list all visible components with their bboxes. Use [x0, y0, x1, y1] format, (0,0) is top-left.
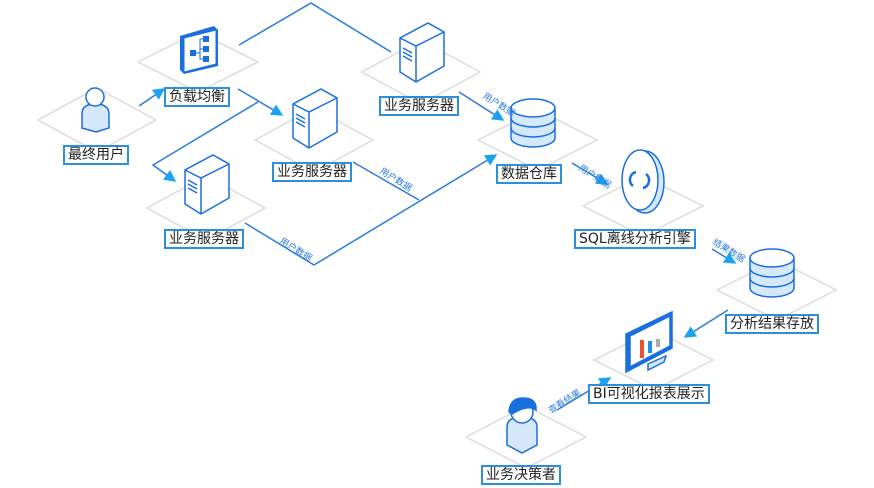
- database-icons: [510, 98, 795, 298]
- node-label-bi-report: BI可视化报表展示: [588, 384, 710, 404]
- edge-lb-server-mid: [237, 88, 284, 116]
- bi-monitor-icon: [625, 310, 673, 374]
- node-label-server-mid: 业务服务器: [272, 162, 352, 182]
- tile-load-balancer: [136, 31, 260, 93]
- edge-result-bi: [683, 309, 729, 338]
- server-icons: [184, 22, 445, 215]
- node-label-server-low: 业务服务器: [164, 229, 244, 249]
- node-label-data-warehouse: 数据仓库: [496, 164, 562, 184]
- edge-server-low-dw: [244, 154, 498, 266]
- node-label-server-top: 业务服务器: [379, 96, 459, 116]
- edge-user-lb: [138, 88, 166, 107]
- node-label-sql-engine: SQL离线分析引擎: [574, 229, 696, 249]
- server-low-icon: [184, 154, 230, 215]
- edge-server-mid-dw: [352, 161, 420, 201]
- edge-sql-result: [711, 248, 737, 264]
- edge-lb-server-low: [151, 101, 259, 182]
- tile-end-user: [36, 87, 158, 153]
- edge-server-top-dw: [458, 91, 505, 121]
- end-user-icon: [81, 87, 110, 133]
- sql-engine-icon: [621, 149, 665, 214]
- tile-decision-maker: [464, 405, 588, 469]
- node-label-load-balancer: 负载均衡: [164, 87, 230, 107]
- node-label-end-user: 最终用户: [63, 145, 129, 165]
- node-label-result-store: 分析结果存放: [725, 314, 819, 334]
- result-store-icon: [749, 248, 795, 298]
- connectors: [138, 2, 737, 411]
- server-mid-icon: [292, 88, 338, 149]
- data-warehouse-icon: [510, 98, 556, 148]
- edge-dw-sql: [571, 162, 609, 185]
- decision-maker-icon: [506, 397, 538, 454]
- node-label-decision-maker: 业务决策者: [481, 465, 561, 485]
- edge-lb-server-top: [238, 2, 392, 53]
- server-top-icon: [399, 22, 445, 83]
- edge-decision-bi: [556, 377, 612, 411]
- load-balancer-icon: [180, 26, 218, 74]
